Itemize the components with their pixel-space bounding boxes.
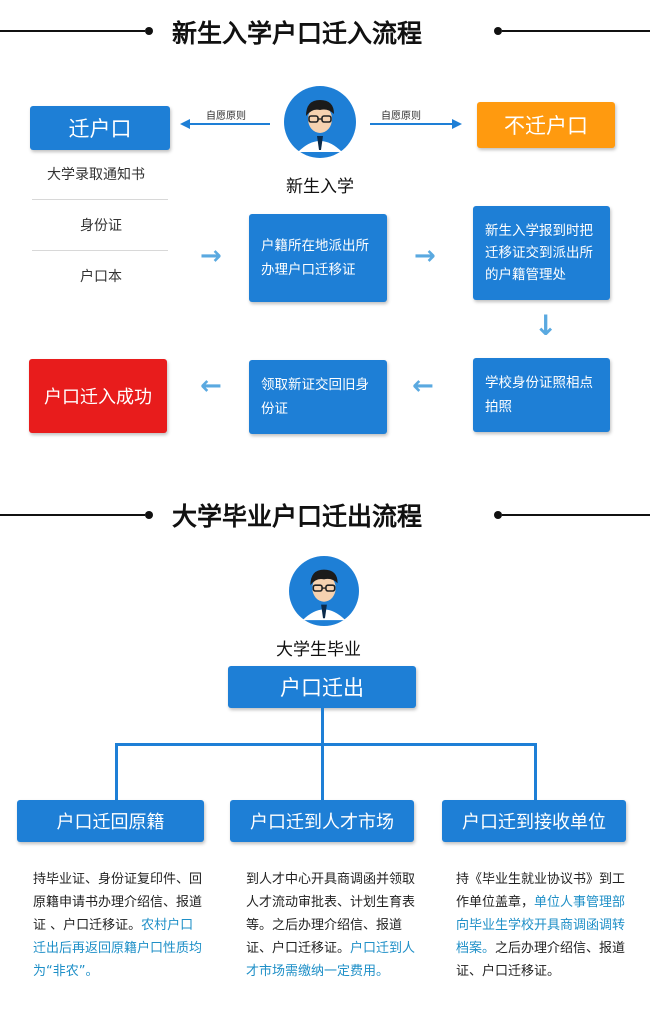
no-move-hukou-button[interactable]: 不迁户口 [477, 102, 615, 148]
divider [32, 199, 168, 200]
section2-title: 大学毕业户口迁出流程 [172, 502, 423, 531]
hint-label-right: 自愿原则 [381, 111, 421, 122]
move-hukou-button[interactable]: 迁户口 [30, 106, 170, 150]
step-police-station: 户籍所在地派出所办理户口迁移证 [249, 214, 387, 302]
step-photo-text: 学校身份证照相点拍照 [485, 375, 593, 415]
title-dot-left [145, 27, 153, 35]
branch-talent-market[interactable]: 户口迁到人才市场 [230, 800, 414, 842]
divider [32, 250, 168, 251]
branch-talent-market-text: 到人才中心开具商调函并领取人才流动审批表、计划生育表等。之后办理介绍信、报道证、… [246, 868, 418, 983]
tree-bar [115, 743, 537, 746]
student-avatar-icon [289, 556, 359, 626]
desc-text: 到人才中心开具商调函并领取人才流动审批表、计划生育表等。之后办理介绍信、报道证、… [246, 872, 416, 956]
title-line-left [0, 30, 145, 32]
branch-receiving-unit[interactable]: 户口迁到接收单位 [442, 800, 626, 842]
step-collect-id: 领取新证交回旧身份证 [249, 360, 387, 434]
document-household-register: 户口本 [80, 269, 122, 285]
title-dot-right [494, 511, 502, 519]
arrow-right-icon [370, 119, 462, 129]
step-police-text: 户籍所在地派出所办理户口迁移证 [261, 238, 369, 278]
branch-return-origin-text: 持毕业证、身份证复印件、回原籍申请书办理介绍信、报道证 、户口迁移证。农村户口迁… [33, 868, 205, 983]
desc-highlight: 单位人事管理部向毕业生学校开具商调函调转档案。 [456, 895, 626, 956]
title-line-right [502, 514, 650, 516]
arrow-left-icon [180, 119, 270, 129]
step-report-migration: 新生入学报到时把迁移证交到派出所的户籍管理处 [473, 206, 610, 300]
title-dot-left [145, 511, 153, 519]
arrow-icon: ← [200, 371, 222, 401]
section1-title: 新生入学户口迁入流程 [172, 19, 423, 48]
document-id-card: 身份证 [80, 218, 122, 234]
hukou-move-out-root[interactable]: 户口迁出 [228, 666, 416, 708]
document-admission-letter: 大学录取通知书 [47, 167, 145, 183]
success-button[interactable]: 户口迁入成功 [29, 359, 167, 433]
tree-drop-left [115, 743, 118, 800]
title-line-left [0, 514, 145, 516]
arrow-down-icon: ↓ [534, 309, 558, 342]
branch-receiving-unit-text: 持《毕业生就业协议书》到工作单位盖章，单位人事管理部向毕业生学校开具商调函调转档… [456, 868, 631, 983]
desc-text: 持《毕业生就业协议书》到工作单位盖章， [456, 872, 626, 910]
branch-return-origin[interactable]: 户口迁回原籍 [17, 800, 204, 842]
desc-text: 持毕业证、身份证复印件、回原籍申请书办理介绍信、报道证 、户口迁移证。 [33, 872, 203, 933]
student-avatar-icon [284, 86, 356, 158]
step-collect-text: 领取新证交回旧身份证 [261, 377, 369, 417]
step-school-photo: 学校身份证照相点拍照 [473, 358, 610, 432]
hint-label-left: 自愿原则 [206, 111, 246, 122]
arrow-icon: → [414, 241, 436, 271]
desc-text: 之后办理介绍信、报道证、户口迁移证。 [456, 941, 626, 979]
title-line-right [502, 30, 650, 32]
tree-stem [321, 708, 324, 744]
title-dot-right [494, 27, 502, 35]
desc-highlight: 户口迁到人才市场需缴纳一定费用。 [246, 941, 416, 979]
arrow-icon: ← [412, 371, 434, 401]
avatar-caption: 大学生毕业 [276, 640, 361, 660]
step-report-text: 新生入学报到时把迁移证交到派出所的户籍管理处 [485, 223, 593, 283]
arrow-icon: → [200, 241, 222, 271]
tree-drop-middle [321, 743, 324, 800]
avatar-caption: 新生入学 [286, 177, 354, 197]
desc-highlight: 农村户口迁出后再返回原籍户口性质均为“非农”。 [33, 918, 203, 979]
tree-drop-right [534, 743, 537, 800]
